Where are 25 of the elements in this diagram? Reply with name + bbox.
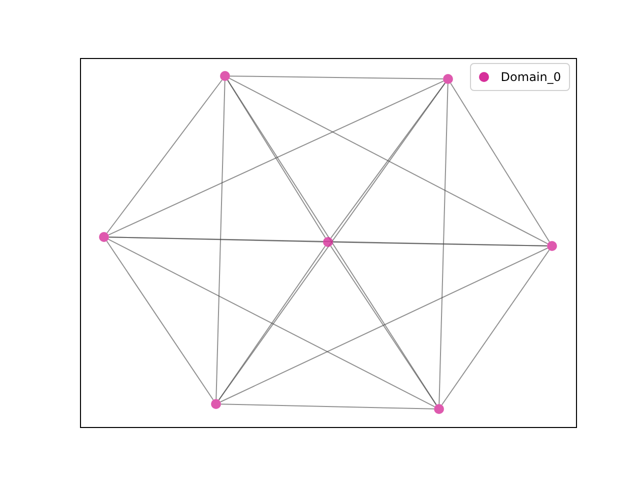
edge-line xyxy=(220,404,434,410)
graph-node xyxy=(220,71,230,81)
edge-line xyxy=(106,240,214,400)
edge-line xyxy=(227,80,326,238)
edge-line xyxy=(218,246,326,400)
edge-line xyxy=(441,250,550,406)
graph-node xyxy=(434,404,444,414)
edge-line xyxy=(108,238,436,408)
edge-line xyxy=(450,82,550,242)
legend-label: Domain_0 xyxy=(500,69,561,86)
edge-line xyxy=(220,248,548,402)
edge-line xyxy=(332,242,548,246)
graph-node xyxy=(99,232,109,242)
edge-line xyxy=(330,82,446,238)
graph-node xyxy=(547,241,557,251)
edge-line xyxy=(330,246,437,406)
graph-node xyxy=(211,399,221,409)
edge-line xyxy=(106,80,222,234)
edge-line xyxy=(108,80,444,236)
edge-line xyxy=(230,76,444,80)
edge-line xyxy=(228,78,548,244)
graph-node xyxy=(323,237,333,247)
edge-line xyxy=(216,80,226,400)
edge-line xyxy=(438,84,448,404)
graph-node xyxy=(443,74,453,84)
